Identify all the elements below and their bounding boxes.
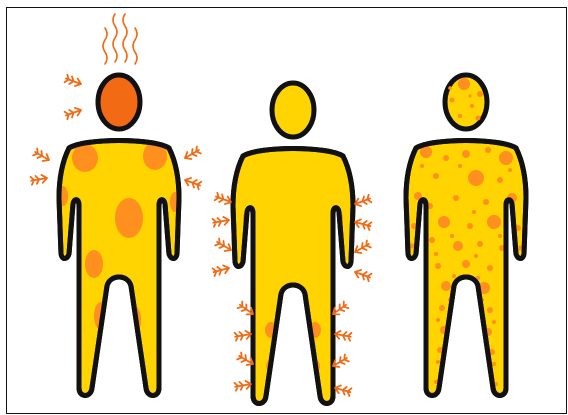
- dot: [420, 164, 424, 168]
- dot: [429, 237, 435, 243]
- dot: [492, 362, 496, 366]
- dot: [487, 307, 493, 313]
- dot: [438, 216, 450, 228]
- dot: [462, 150, 470, 158]
- dot: [499, 151, 513, 165]
- dot: [474, 254, 478, 258]
- dot: [467, 223, 473, 229]
- dot: [453, 241, 463, 251]
- figure-dotted: [406, 75, 526, 396]
- dot: [497, 177, 503, 183]
- dot: [508, 168, 512, 172]
- figure-limb-arrows: [213, 83, 372, 404]
- dot: [477, 241, 483, 247]
- heat-waves-icon: [103, 14, 137, 64]
- dot: [485, 147, 491, 153]
- dot: [450, 234, 454, 238]
- dot: [458, 164, 462, 168]
- dot: [498, 234, 502, 238]
- figure-hot-spots: [31, 14, 202, 396]
- dot: [436, 318, 440, 322]
- head: [98, 75, 140, 129]
- dot: [452, 274, 456, 278]
- dot: [433, 173, 439, 179]
- dot: [453, 195, 459, 201]
- illustration-canvas: [7, 8, 567, 414]
- dot: [443, 155, 449, 161]
- dot: [472, 210, 476, 214]
- dot: [436, 360, 440, 364]
- dot: [487, 215, 501, 229]
- dot: [435, 263, 441, 269]
- illustration-frame: [6, 7, 567, 414]
- dot: [492, 320, 496, 324]
- dot: [462, 260, 470, 268]
- dot: [434, 252, 438, 256]
- head: [272, 83, 314, 137]
- dot: [483, 199, 489, 205]
- dot: [487, 265, 493, 271]
- dot: [468, 170, 484, 186]
- dot: [439, 305, 445, 311]
- dot: [441, 281, 451, 291]
